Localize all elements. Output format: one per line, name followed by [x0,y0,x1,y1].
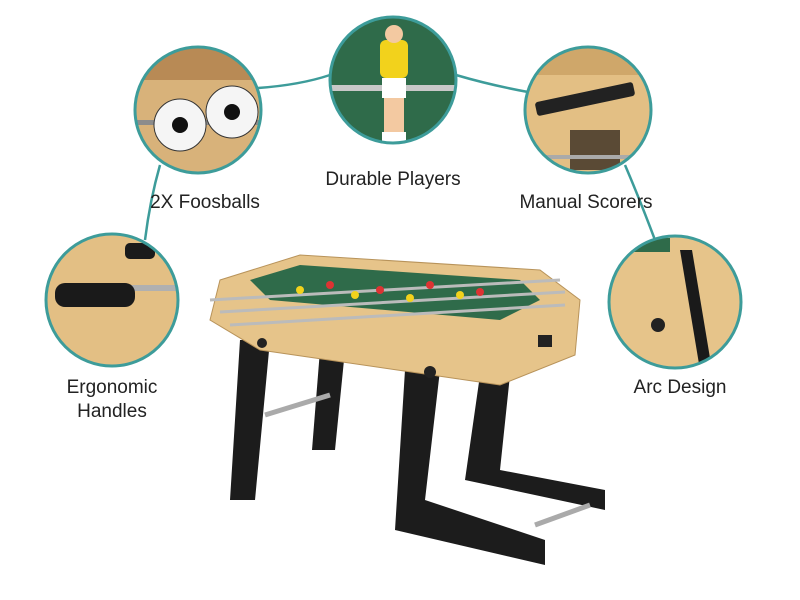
feature-label-line: Handles [77,401,147,422]
feature-label-durable-players: Durable Players [325,169,461,190]
connector-lines [143,73,657,241]
feature-label-arc-design: Arc Design [633,377,727,398]
feature-label-manual-scorers: Manual Scorers [519,192,653,213]
feature-label-ergonomic-handles: Ergonomic Handles [67,376,158,424]
feature-label-foosballs: 2X Foosballs [150,192,260,213]
feature-label-line: Ergonomic [66,377,158,398]
arc-corner-closeup-image [609,236,741,368]
foosballs-closeup-image [135,47,261,173]
foosball-table-image [209,254,605,565]
scorer-closeup-image [525,47,651,173]
player-figure-closeup-image [330,17,456,143]
handle-closeup-image [46,234,178,366]
